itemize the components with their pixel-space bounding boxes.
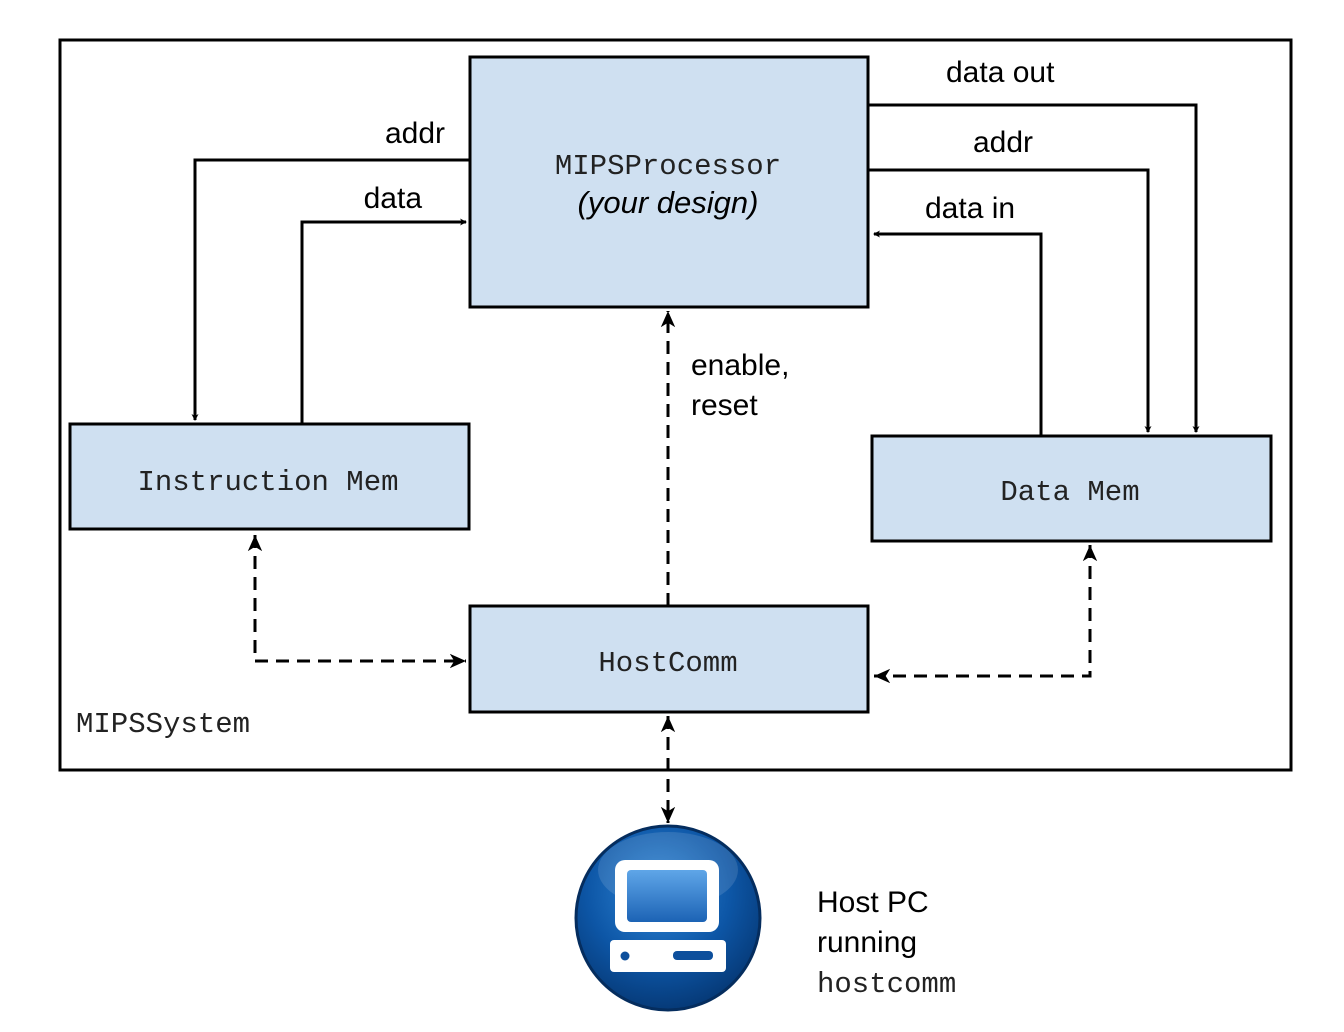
computer-icon [574, 824, 762, 1012]
dmem-data-in-wire [873, 230, 1043, 436]
imem-data-wire [300, 218, 467, 424]
data-mem-name: Data Mem [1000, 476, 1139, 509]
mips-system-boundary [58, 38, 1293, 772]
host-program: hostcomm [817, 968, 956, 1001]
processor-block: MIPSProcessor (your design) [468, 55, 870, 309]
dmem-data-in-label: data in [925, 192, 1015, 225]
hostcomm-block: HostComm [468, 604, 870, 714]
dmem-data-out-wire [868, 103, 1200, 433]
control-label-line2: reset [691, 389, 758, 422]
instruction-mem-block: Instruction Mem [68, 422, 471, 531]
hostcomm-name: HostComm [598, 647, 737, 680]
mips-system-label: MIPSSystem [76, 708, 250, 741]
control-label-line1: enable, [691, 349, 789, 382]
imem-addr-label: addr [385, 117, 445, 150]
instruction-mem-name: Instruction Mem [137, 466, 398, 499]
host-line2: running [817, 926, 917, 959]
processor-name: MIPSProcessor [555, 150, 781, 183]
data-mem-block: Data Mem [870, 434, 1273, 543]
dmem-addr-label: addr [973, 126, 1033, 159]
dmem-data-out-label: data out [946, 56, 1055, 89]
host-line1: Host PC [817, 886, 929, 919]
dmem-addr-wire [868, 168, 1152, 433]
hostcomm-dmem-wire [874, 545, 1098, 684]
imem-data-label: data [364, 182, 423, 215]
imem-addr-wire [191, 158, 470, 421]
hostcomm-imem-wire [247, 535, 466, 669]
processor-subtitle: (your design) [578, 185, 759, 220]
